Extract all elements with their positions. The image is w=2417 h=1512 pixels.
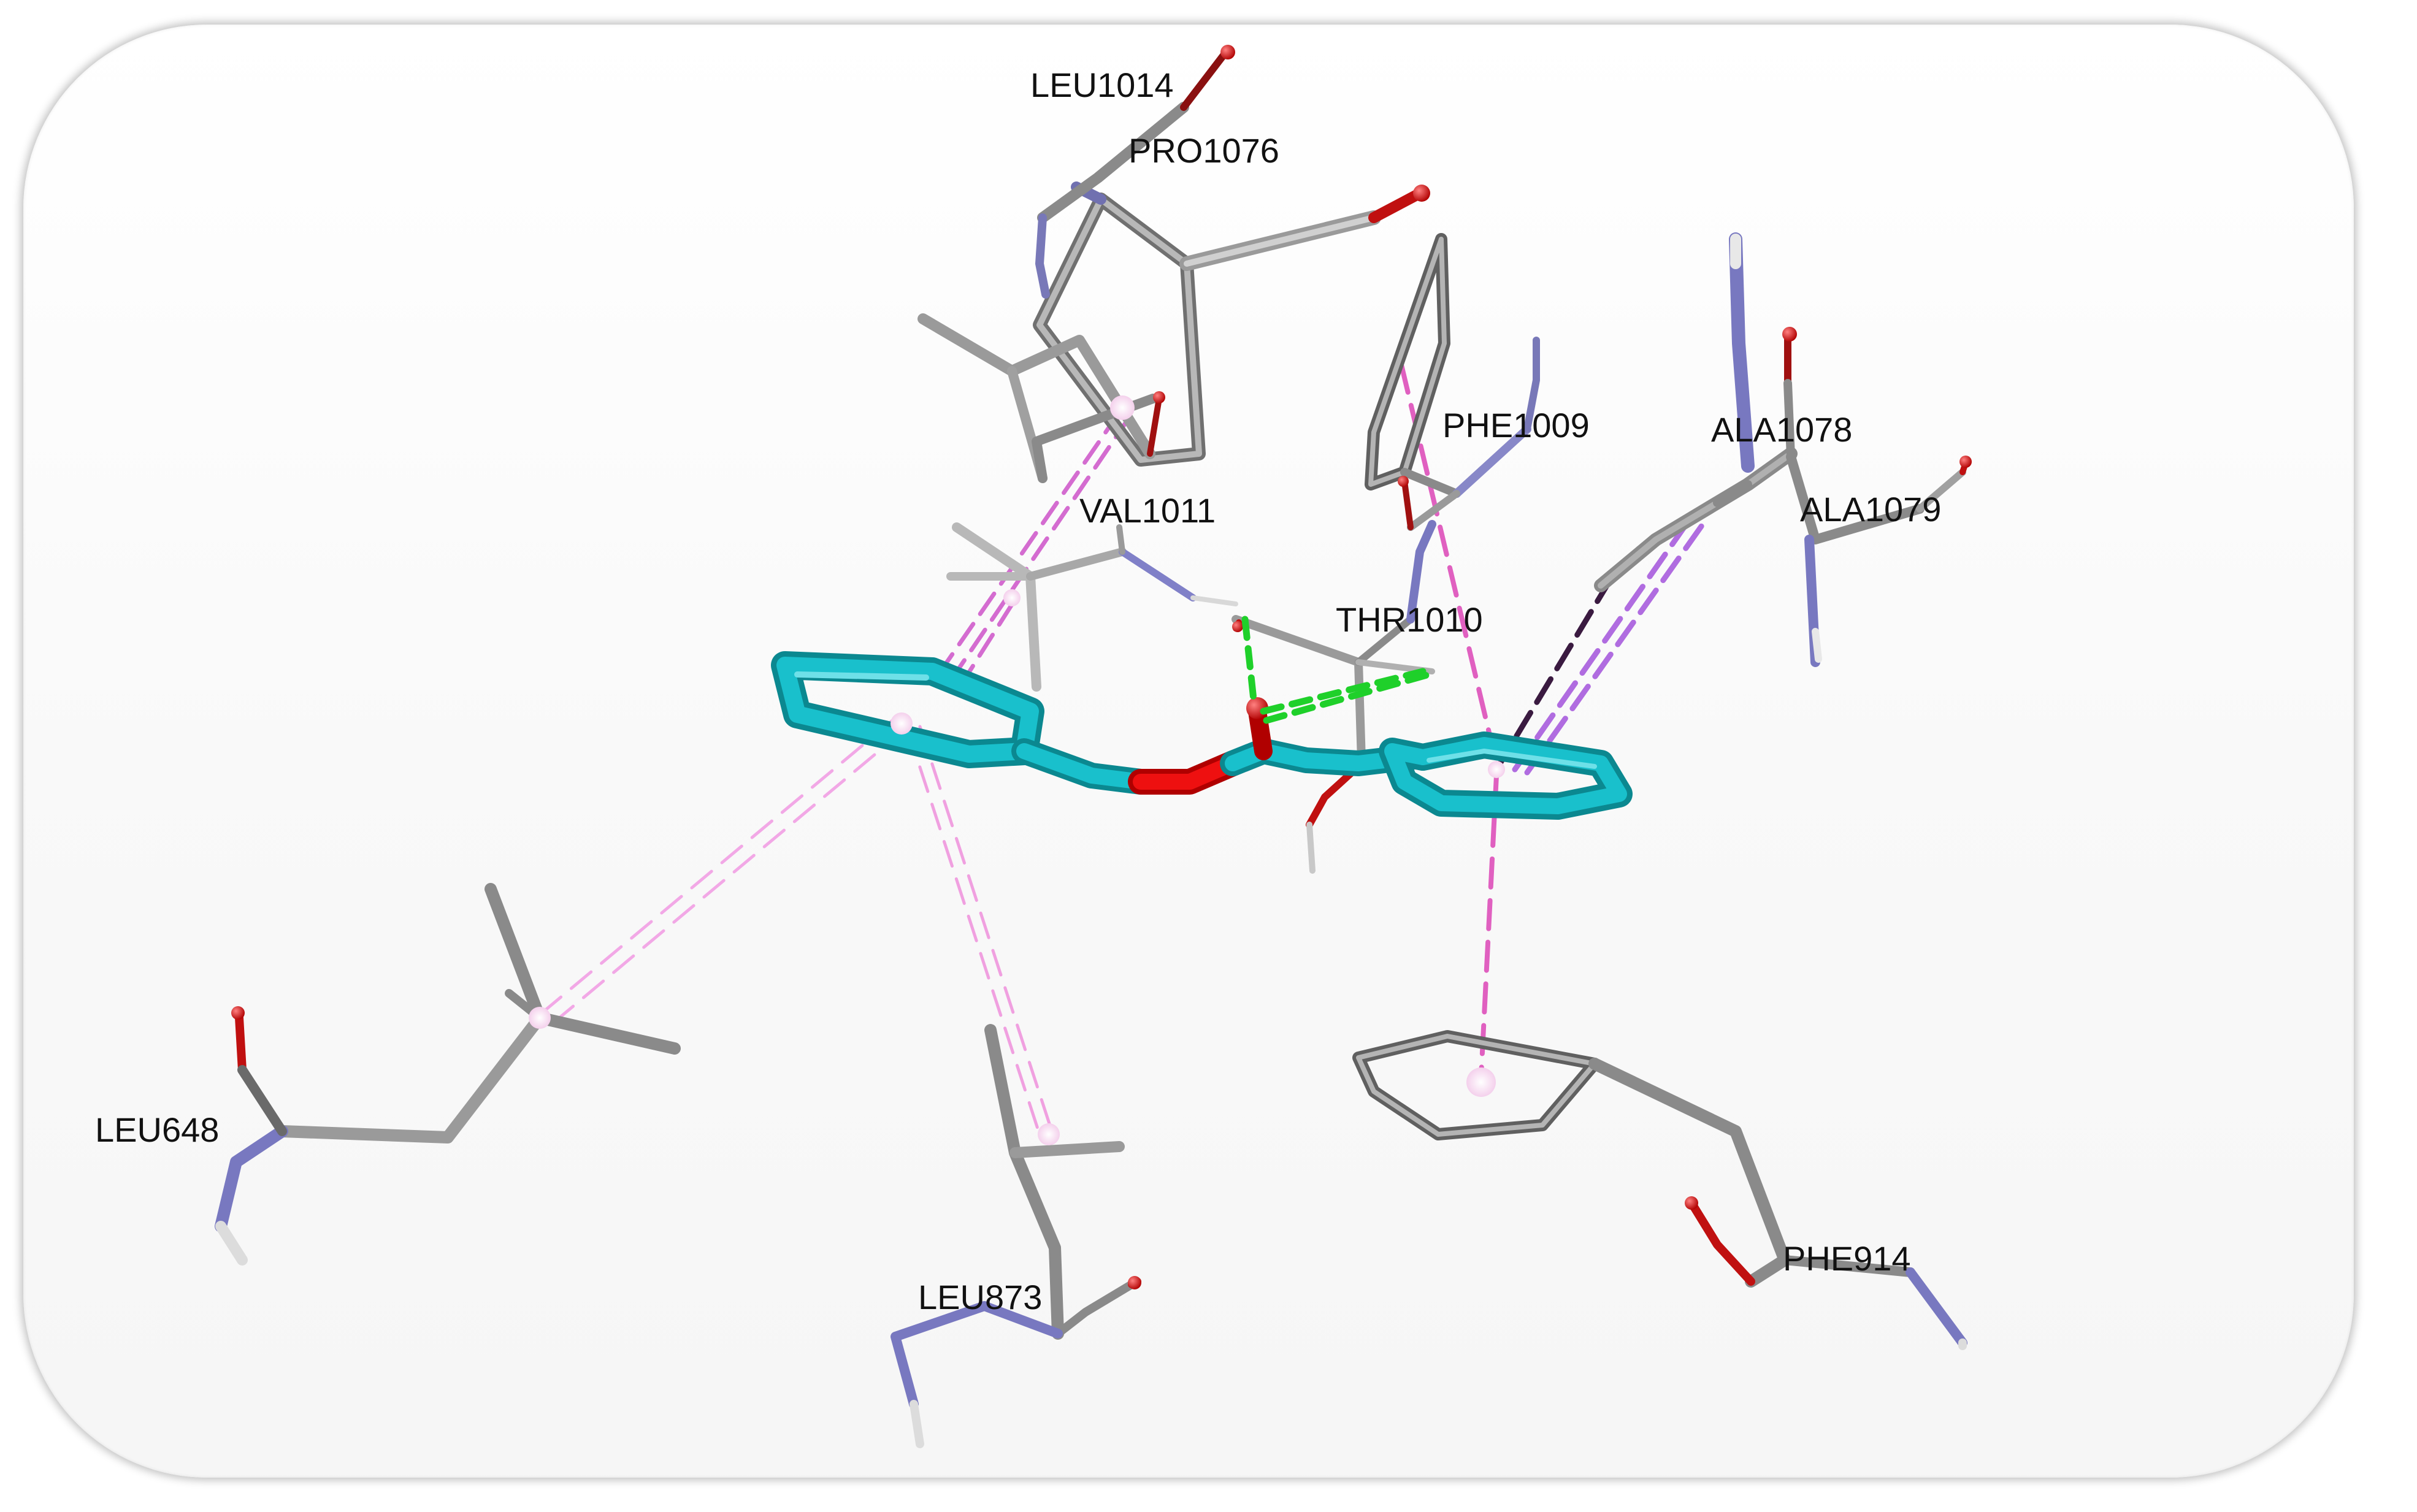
- interaction-lines: [538, 362, 1708, 1136]
- protein-residues: [215, 45, 1972, 1448]
- residue-ala1078[interactable]: [1594, 232, 1798, 592]
- residue-ala1079[interactable]: [1786, 452, 1972, 667]
- label-thr1010: THR1010: [1336, 600, 1483, 639]
- label-ala1078: ALA1078: [1711, 410, 1852, 449]
- pi-sigma-ala1078: [1493, 512, 1708, 776]
- residue-leu648[interactable]: [215, 883, 681, 1266]
- ligand-molecule[interactable]: [771, 651, 1633, 820]
- ligand-linker: [1011, 697, 1423, 795]
- label-phe914: PHE914: [1783, 1239, 1911, 1278]
- residue-phe1009[interactable]: [1365, 233, 1540, 531]
- residue-pro1076[interactable]: [1033, 181, 1430, 467]
- ligand-ring-right: [1379, 731, 1633, 820]
- label-leu1014: LEU1014: [1030, 66, 1174, 104]
- ring-centroid: [1488, 761, 1505, 778]
- residue-centroids: [529, 395, 1496, 1145]
- residue-leu1014[interactable]: [1035, 45, 1235, 299]
- ligand-ring-left: [771, 651, 1044, 768]
- pi-pi-phe914: [1479, 773, 1499, 1079]
- residue-labels: LEU1014 PRO1076 PHE1009 ALA1078 ALA1079 …: [95, 66, 1941, 1316]
- ring-centroid: [891, 712, 913, 735]
- residue-leu873[interactable]: [891, 1024, 1141, 1448]
- label-phe1009: PHE1009: [1442, 406, 1590, 445]
- hbond-thr1010-2: [1263, 671, 1433, 724]
- pi-alkyl-leu648: [538, 719, 906, 1026]
- pi-alkyl-leu873: [906, 725, 1054, 1136]
- hbond-thr1010: [1260, 668, 1427, 715]
- hbond-val1011: [1241, 616, 1258, 709]
- label-val1011: VAL1011: [1079, 491, 1216, 530]
- label-leu873: LEU873: [918, 1278, 1042, 1316]
- residue-phe914[interactable]: [1352, 1030, 1967, 1350]
- label-ala1079: ALA1079: [1800, 490, 1941, 529]
- label-pro1076: PRO1076: [1128, 131, 1279, 170]
- label-leu648: LEU648: [95, 1110, 219, 1149]
- hydrogen-bonds: [1241, 616, 1433, 724]
